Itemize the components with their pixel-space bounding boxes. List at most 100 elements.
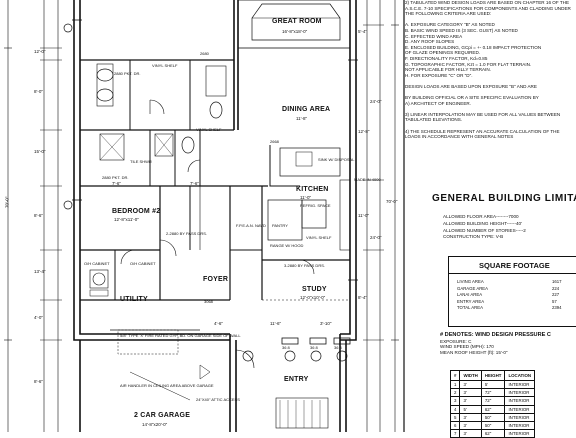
vinyl-shelf-note: VINYL SHELF — [152, 63, 178, 68]
note-line: BY BUILDING OFFICIAL OR A SITE SPECIFIC … — [405, 95, 539, 101]
room-label-study: STUDY — [302, 286, 327, 293]
dining-dim: 11'-8" — [296, 116, 308, 121]
table-cell: INTERIOR — [504, 379, 536, 390]
table-header: # — [449, 370, 461, 381]
table-cell: 62" — [480, 404, 506, 414]
note-line: TABULATED ELEVATIONS. — [405, 117, 463, 123]
table-cell: 3' — [459, 412, 482, 422]
sqft-value: 224 — [552, 285, 560, 291]
dimension-right: 5'-4" — [358, 29, 367, 34]
note-line: A.S.C.E. 7-10 SPECIFICATIONS FOR COMPONE… — [405, 5, 571, 11]
sink-note: SINK W/ DISPOSAL — [318, 157, 355, 162]
dimension-left: 8'-0" — [34, 89, 43, 94]
note-line: OF GLAZE OPENINGS REQUIRED. — [405, 50, 481, 56]
table-cell: 5' — [480, 379, 506, 390]
table-cell: 3' — [459, 388, 482, 398]
table-cell: 50" — [480, 412, 506, 422]
note-line: A) ARCHITECT OF ENGINEER. — [405, 100, 472, 106]
wind-pressure-line: WIND SPEED (MPH): 170 — [440, 344, 494, 350]
note-line: E. ENCLOSED BUILDING, GCpi = +- 0.18 IMP… — [405, 44, 542, 50]
room-label-dining-area: DINING AREA — [282, 106, 331, 113]
sqft-label: GARAGE AREA — [457, 285, 489, 291]
note-line: F. DIRECTIONALITY FACTOR, Kd=0.85 — [405, 55, 488, 61]
wind-pressure-line: EXPOSURE: C — [440, 338, 472, 344]
table-header: HEIGHT — [480, 370, 506, 381]
dimension-left: 12'-0" — [34, 49, 46, 54]
wind-pressure-block: # DENOTES: WIND DESIGN PRESSURE C EXPOSU… — [440, 332, 551, 355]
fire-rated-note: 5/8" TYPE 'X' FIRE RATED GYP. BD. ON GAR… — [120, 333, 241, 338]
room-label-great-room: GREAT ROOM — [272, 18, 322, 25]
room-label-foyer: FOYER — [203, 276, 229, 283]
table-cell: 3' — [459, 420, 482, 431]
table-cell: 5' — [459, 404, 482, 414]
great-room-dim: 16'-8"x18'-0" — [282, 29, 308, 34]
note-line: A. EXPOSURE CATEGORY "B" AS NOTED — [405, 22, 495, 28]
dimension-right: 11'-0" — [358, 213, 370, 218]
dimension-right: 8'-4" — [358, 295, 367, 300]
dimension-bottom: 7'-6" — [112, 181, 121, 186]
dimension-right: 24'-0" — [370, 235, 382, 240]
square-footage-row: GARAGE AREA 224 — [457, 286, 576, 293]
door-size-note: 2668 — [270, 139, 279, 144]
dimension-left-total: 70'-0" — [4, 196, 10, 208]
vinyl-shelf-note: VINYL SHELF — [196, 127, 222, 132]
bypass-door-note: 3-2880 BY PASS DRS. — [284, 263, 325, 268]
made-in-note: MADE IN 4000 — [354, 177, 381, 182]
room-label-bedroom-2: BEDROOM #2 — [112, 208, 161, 215]
fireplace-label: F.P.E.A.N. NAVD — [236, 223, 266, 228]
door-size-note: 2680 — [200, 51, 209, 56]
table-cell: 50" — [480, 420, 506, 431]
room-label-garage: 2 CAR GARAGE — [134, 412, 191, 419]
cabinet-note: O/H CABINET — [130, 261, 156, 266]
bedroom-2-size: 12'-8"x11'-0" — [114, 217, 139, 222]
square-footage-row: LANAI AREA 227 — [457, 292, 576, 299]
note-line: NOT APPLICABLE FOR HILLY TERRAIN. — [405, 67, 491, 73]
table-cell: 3' — [459, 396, 482, 406]
table-cell: 1 — [449, 379, 461, 390]
vinyl-shelf-note: VINYL SHELF — [306, 235, 332, 240]
sqft-label: LANAI AREA — [457, 292, 483, 298]
room-label-pantry: PANTRY — [272, 223, 288, 228]
table-cell: 5 — [449, 412, 461, 422]
table-cell: 3 — [449, 396, 461, 406]
building-limit-item: ALLOWED NUMBER OF STORIES-----2 — [443, 227, 526, 233]
table-cell: 72" — [480, 388, 506, 398]
sqft-value: 227 — [552, 292, 560, 298]
garage-size: 14'-8"x20'-0" — [142, 422, 168, 427]
building-limit-item: CONSTRUCTION TYPE: V-B — [443, 234, 504, 240]
dimension-left: 15'-0" — [34, 149, 46, 154]
table-header: WIDTH — [459, 370, 482, 381]
sqft-label: ENTRY AREA — [457, 298, 485, 304]
table-cell: 4 — [449, 404, 461, 414]
note-line: H. FOR EXPOSURE "C" OR "D". — [405, 72, 473, 78]
dimension-right: 24'-0" — [370, 99, 382, 104]
building-limit-item: ALLOWED BUILDING HEIGHT------40' — [443, 220, 522, 226]
dimension-right-total: 70'-0" — [386, 199, 398, 204]
note-line: B. BASIC WIND SPEED IS (3 SEC. GUST) AS … — [405, 27, 518, 33]
note-line: 4) THE SCHEDULE REPRESENT AN ACCURATE CA… — [405, 128, 560, 134]
note-line: 2) TABULATED WIND DESIGN LOADS ARE BASED… — [405, 0, 570, 5]
table-cell: INTERIOR — [504, 404, 536, 414]
refrigerator-note: REFRIG. SPACE — [300, 203, 331, 208]
note-line: LOADS IN ACCORDANCE WITH GENERAL NOTES — [405, 134, 514, 140]
table-cell: 3' — [459, 429, 482, 438]
dimension-left: 8'-6" — [34, 379, 43, 384]
table-cell: 2 — [449, 388, 461, 398]
window-tag: 36 8 — [310, 345, 318, 350]
square-footage-title: SQUARE FOOTAGE — [449, 257, 576, 274]
table-cell: 62" — [480, 429, 506, 438]
note-line: DESIGN LOADS ARE BASED UPON EXPOSURE "B"… — [405, 83, 537, 89]
wind-pressure-line: MEAN ROOF HEIGHT (ft): 15'-0" — [440, 349, 508, 355]
table-cell: 72" — [480, 396, 506, 406]
wind-pressure-heading: # DENOTES: WIND DESIGN PRESSURE C — [440, 332, 551, 338]
